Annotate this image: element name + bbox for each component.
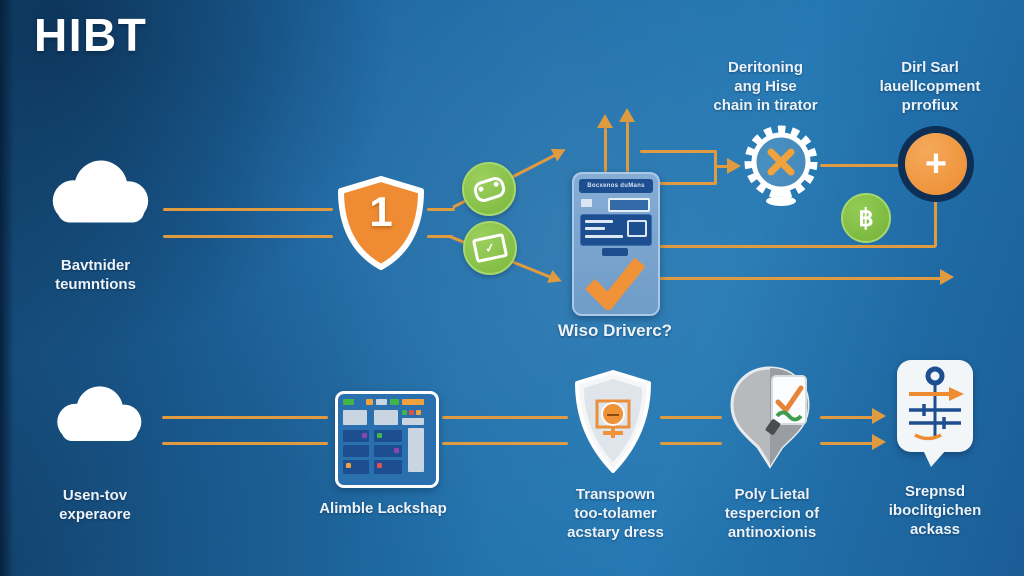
connector-line xyxy=(163,235,333,238)
connector-line xyxy=(162,442,328,445)
connector-line xyxy=(442,416,568,419)
phone-chip xyxy=(608,198,650,212)
connector-line xyxy=(640,245,936,248)
card-check-icon: ✓ xyxy=(463,221,517,275)
speech-bubble-sliders-icon xyxy=(897,360,973,467)
inspection-label: Poly Lietal tespercion of antinoxionis xyxy=(724,486,820,541)
development-label: Dirl Sarl lauellcopment prrofiux xyxy=(879,59,981,114)
arrowhead-up xyxy=(597,114,613,128)
connector-line xyxy=(640,182,716,185)
connector-line xyxy=(820,442,874,445)
phone-chip xyxy=(581,199,592,207)
phone-chip xyxy=(602,248,628,256)
arrowhead-right xyxy=(872,408,886,424)
connector-line xyxy=(604,128,607,172)
connector-line xyxy=(820,164,904,167)
connector-line xyxy=(442,442,568,445)
arrowhead xyxy=(550,142,569,162)
arrowhead-up xyxy=(619,108,635,122)
connector-line xyxy=(934,197,937,247)
connector-line xyxy=(163,208,333,211)
bubble-tail xyxy=(923,450,946,467)
dashboard-label: Alimble Lackshap xyxy=(319,500,447,517)
plus-circle-icon: + xyxy=(905,133,967,195)
cloud-icon xyxy=(57,386,142,441)
shield-badge-number: 1 xyxy=(369,188,393,235)
connector-line xyxy=(427,235,453,238)
connector-line xyxy=(640,277,942,280)
dashboard-panel-icon xyxy=(335,391,439,488)
left-edge-shade xyxy=(0,0,14,576)
page-title: HIBT xyxy=(34,9,148,61)
connector-line xyxy=(162,416,328,419)
connector-line xyxy=(640,150,716,153)
connector-line xyxy=(660,442,722,445)
phone-content-block xyxy=(580,214,652,246)
plus-glyph: + xyxy=(924,142,948,185)
connector-line xyxy=(427,208,455,211)
arrowhead xyxy=(547,269,565,288)
connector-line xyxy=(820,416,874,419)
shield-lock-icon xyxy=(575,370,651,473)
link-glyph xyxy=(471,174,507,204)
transparency-label: Transpown too-tolamer acstary dress xyxy=(567,486,664,541)
phone-header-text: Bocxenos duMans xyxy=(579,179,653,193)
arrowhead-right xyxy=(940,269,954,285)
sliders-glyph xyxy=(909,366,964,441)
phone-checkmark-icon: Bocxenos duMans xyxy=(572,172,660,316)
link-pill-icon xyxy=(462,162,516,216)
map-pin-checklist-icon xyxy=(730,366,810,469)
shield-number-1-icon xyxy=(338,176,424,270)
connector-line xyxy=(626,122,629,172)
connector-line xyxy=(660,416,722,419)
arrowhead-right xyxy=(727,158,741,174)
checkmark-icon xyxy=(585,257,646,310)
card-check-glyph: ✓ xyxy=(471,232,509,264)
user-label: Usen-tov experaore xyxy=(59,487,131,523)
cloud-icon xyxy=(52,160,149,223)
bitcoin-circle-icon: ฿ xyxy=(841,193,891,243)
arrowhead-right xyxy=(872,434,886,450)
access-label: Srepnsd iboclitgichen ackass xyxy=(888,483,982,538)
connector-line xyxy=(714,150,717,185)
question-label: Wiso Driverc? xyxy=(557,321,673,340)
bitcoin-glyph: ฿ xyxy=(858,204,874,232)
monitoring-label: Deritoning ang Hise chain in tirator xyxy=(713,59,818,114)
connector-line xyxy=(716,165,728,168)
gear-x-icon xyxy=(744,125,818,206)
provider-label: Bavtnider teumntions xyxy=(55,257,136,293)
